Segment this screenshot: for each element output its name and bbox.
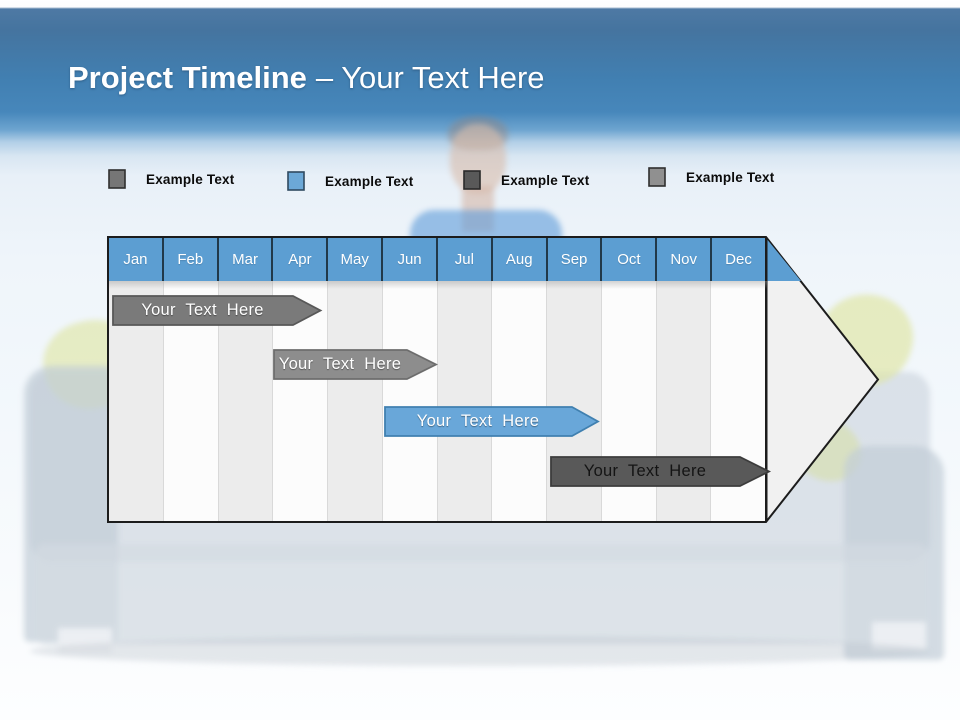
timeline-bar-label: Your Text Here — [583, 462, 707, 480]
timeline-gantt: Jan Feb Mar Apr May Jun Jul Aug Sep Oct … — [107, 236, 881, 524]
timeline-bar-label: Your Text Here — [141, 301, 264, 319]
bar-arrow-shape — [112, 295, 323, 326]
legend-swatch-icon — [108, 169, 126, 189]
legend-item-2: Example Text — [287, 171, 413, 191]
floor-shadow — [30, 636, 930, 666]
month-cell-mar: Mar — [218, 238, 274, 281]
month-cell-oct: Oct — [602, 238, 658, 281]
title-secondary: – Your Text Here — [315, 60, 545, 95]
timeline-bar-3: Your Text Here — [384, 406, 600, 437]
month-cell-jun: Jun — [383, 238, 438, 281]
legend-item-1: Example Text — [108, 169, 234, 189]
month-cell-feb: Feb — [163, 238, 219, 281]
grid-column — [437, 281, 493, 521]
couch-leg-right — [872, 622, 926, 650]
month-header-row: Jan Feb Mar Apr May Jun Jul Aug Sep Oct … — [109, 238, 767, 281]
bar-arrow-polygon — [112, 295, 323, 326]
month-cell-may: May — [328, 238, 384, 281]
page-title: Project Timeline– Your Text Here — [68, 58, 545, 98]
timeline-grid — [109, 281, 767, 521]
bar-arrow-polygon — [384, 406, 600, 437]
bar-arrow-shape — [273, 349, 439, 380]
timeline-bar-1: Your Text Here — [112, 295, 323, 326]
legend-item-3: Example Text — [463, 170, 589, 190]
legend-label: Example Text — [686, 169, 775, 185]
bar-arrow-shape — [384, 406, 600, 437]
month-cell-jan: Jan — [109, 238, 164, 281]
title-primary: Project Timeline — [68, 60, 307, 95]
grid-column — [382, 281, 438, 521]
legend-item-4: Example Text — [648, 167, 774, 187]
month-cell-sep: Sep — [547, 238, 603, 281]
month-cell-aug: Aug — [492, 238, 548, 281]
timeline-bar-2: Your Text Here — [273, 349, 439, 380]
month-cell-dec: Dec — [712, 238, 767, 281]
grid-column — [328, 281, 383, 521]
bar-arrow-shape — [550, 456, 772, 487]
couch-seat-front — [36, 544, 926, 644]
month-cell-nov: Nov — [657, 238, 713, 281]
legend-swatch-icon — [463, 170, 481, 190]
timeline-header-corner — [766, 238, 801, 281]
grid-column — [492, 281, 547, 521]
bar-arrow-polygon — [273, 349, 439, 380]
timeline-bar-label: Your Text Here — [416, 412, 540, 430]
month-cell-jul: Jul — [437, 238, 493, 281]
legend-swatch-icon — [648, 167, 666, 187]
couch-leg-left — [58, 628, 112, 654]
bar-arrow-polygon — [550, 456, 772, 487]
legend-label: Example Text — [501, 172, 590, 188]
grid-header-shadow — [109, 281, 767, 289]
legend-label: Example Text — [325, 173, 414, 189]
month-cell-apr: Apr — [273, 238, 329, 281]
legend-label: Example Text — [146, 171, 235, 187]
legend-swatch-icon — [287, 171, 305, 191]
timeline-bar-label: Your Text Here — [278, 355, 402, 373]
timeline-bar-4: Your Text Here — [550, 456, 772, 487]
